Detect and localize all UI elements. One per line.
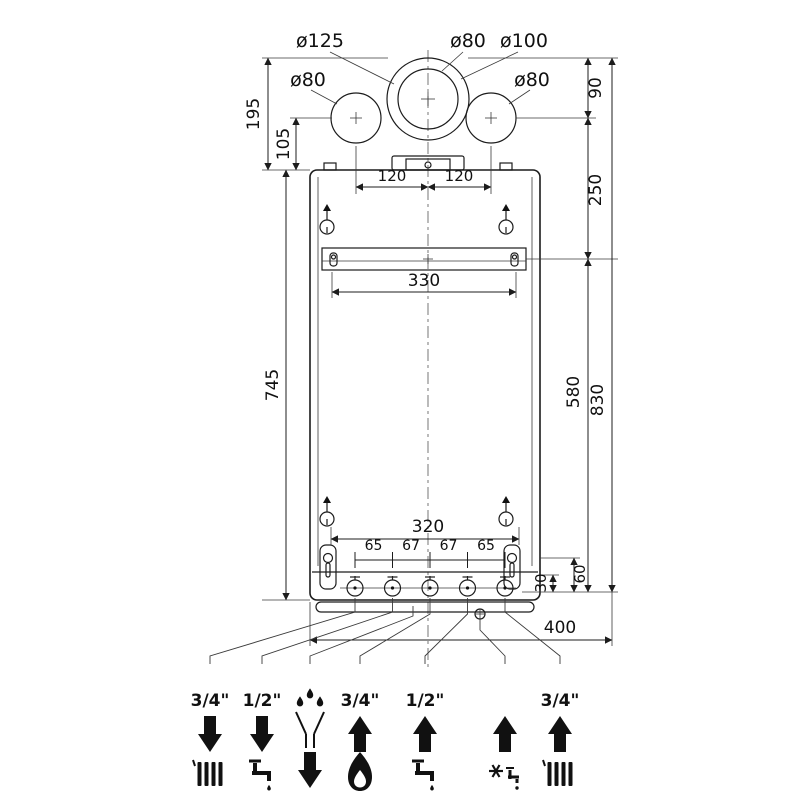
arrow-down-icon [250, 716, 274, 752]
drops-icon [296, 688, 324, 707]
hanging-point-right [498, 204, 514, 235]
leader-d100 [460, 51, 519, 80]
funnel-icon [295, 711, 325, 748]
flue-outlets: ø125 ø80 ø100 ø80 ø80 [290, 30, 550, 144]
connection-legend: 3/4" 1/2" [191, 688, 580, 791]
size-label-2: 1/2" [243, 691, 282, 711]
dim-195: 195 [244, 98, 264, 130]
lower-point-right [498, 496, 514, 527]
top-tab-right [499, 162, 513, 171]
connection-2-hot-water: 1/2" [243, 691, 282, 791]
connection-6-filling [489, 716, 519, 790]
valve-1 [346, 576, 364, 597]
size-label-4: 3/4" [341, 691, 380, 711]
arrow-up-icon [548, 716, 572, 752]
flue-circle-inner-100 [397, 68, 459, 130]
dim-120-right: 120 [445, 167, 474, 185]
dim-745: 745 [263, 369, 283, 401]
label-d125: ø125 [296, 30, 344, 52]
dim-320: 320 [412, 517, 444, 537]
dim-330: 330 [408, 271, 440, 291]
dimensions: 195 105 745 90 250 580 830 30 60 400 120… [244, 57, 618, 646]
lower-point-left [319, 496, 335, 527]
connection-5-cold-water: 1/2" [406, 691, 445, 791]
label-d80-right: ø80 [514, 69, 550, 91]
valve-5 [496, 576, 514, 597]
dim-65-left: 65 [365, 538, 383, 554]
connection-7-heating-return: 3/4" [541, 691, 580, 786]
size-label-7: 3/4" [541, 691, 580, 711]
connection-leaders [209, 598, 561, 664]
dim-250: 250 [586, 174, 606, 206]
snowflake-tap-icon [489, 764, 519, 790]
connection-4-gas: 3/4" [341, 691, 380, 791]
leader-d80-top [441, 51, 464, 72]
dim-67-right: 67 [440, 538, 458, 554]
connection-3-condensate [295, 688, 325, 788]
bottom-bracket-right [503, 544, 521, 590]
arrow-up-icon [413, 716, 437, 752]
dim-830: 830 [588, 384, 608, 416]
bottom-bracket-left [319, 544, 337, 590]
flue-collar-inner [405, 158, 451, 171]
dim-580: 580 [564, 376, 584, 408]
label-d100: ø100 [500, 30, 548, 52]
leader-d80-right [508, 89, 531, 105]
hanging-point-left [319, 204, 335, 235]
size-label-5: 1/2" [406, 691, 445, 711]
dim-30: 30 [532, 573, 550, 592]
spacing-row [354, 552, 506, 568]
dim-400: 400 [544, 618, 576, 638]
arrow-down-icon [298, 752, 322, 788]
boiler-body [309, 155, 541, 620]
size-label-1: 3/4" [191, 691, 230, 711]
radiator-icon [192, 759, 223, 786]
leader-d80-left [310, 89, 338, 105]
dim-105: 105 [274, 128, 294, 160]
tap-icon [249, 759, 271, 791]
top-tab-left [323, 162, 337, 171]
dim-67-left: 67 [402, 538, 420, 554]
arrow-up-icon [493, 716, 517, 752]
radiator-icon [542, 759, 573, 786]
flame-icon [348, 752, 372, 791]
dim-65-right: 65 [477, 538, 495, 554]
bottom-tray [315, 601, 535, 613]
arrow-down-icon [198, 716, 222, 752]
label-d80-top: ø80 [450, 30, 486, 52]
dim-90: 90 [586, 77, 606, 99]
tap-icon [412, 759, 434, 791]
arrow-up-icon [348, 716, 372, 752]
connection-1-heating-flow: 3/4" [191, 691, 230, 786]
valve-3 [421, 576, 439, 597]
valve-4 [458, 576, 477, 597]
dim-60: 60 [571, 564, 589, 583]
mounting-bracket [321, 247, 527, 271]
flue-circle-outer-125 [386, 57, 470, 141]
dim-120-left: 120 [378, 167, 407, 185]
leader-d125 [329, 51, 395, 85]
connection-valves [346, 576, 514, 597]
valve-2 [383, 576, 402, 597]
label-d80-left: ø80 [290, 69, 326, 91]
drain-point [474, 608, 486, 620]
